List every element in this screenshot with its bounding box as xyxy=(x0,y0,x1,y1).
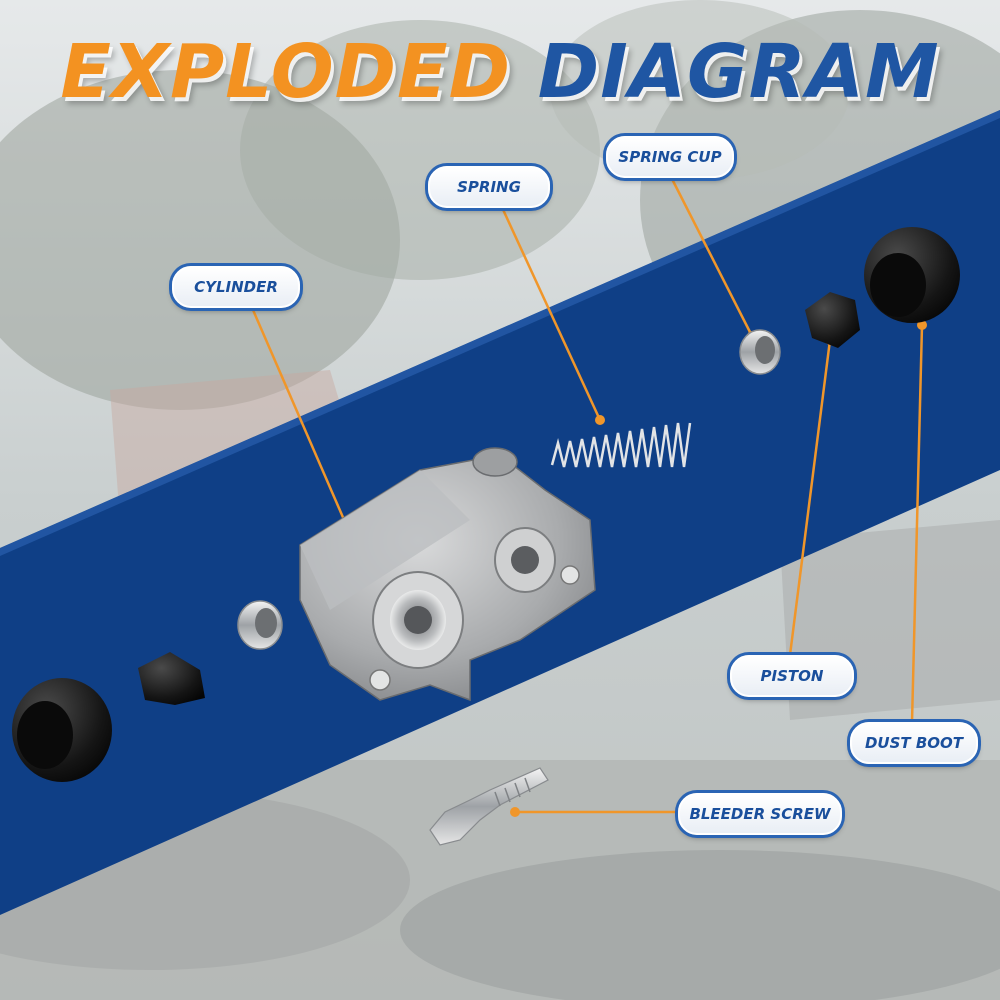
title-word-diagram: DIAGRAM xyxy=(537,29,940,115)
bleeder-screw-part xyxy=(429,767,549,846)
leader-cylinder xyxy=(248,302,347,523)
label-cylinder: CYLINDER xyxy=(172,266,300,308)
label-spring-cup: SPRING CUP xyxy=(606,136,734,178)
spring-part xyxy=(550,422,692,468)
label-bleeder-screw: BLEEDER SCREW xyxy=(678,793,842,835)
dot-dust-boot xyxy=(917,320,927,330)
dust-boot-part xyxy=(864,227,960,323)
band-highlight xyxy=(0,110,1000,556)
leader-spring xyxy=(498,202,602,421)
page-title: EXPLODED DIAGRAM xyxy=(0,22,1000,122)
dot-bleeder xyxy=(510,807,520,817)
spring-cup-left-part xyxy=(237,600,283,650)
label-dust-boot: DUST BOOT xyxy=(850,722,978,764)
cylinder-part xyxy=(299,447,596,702)
leader-piston xyxy=(788,339,832,656)
dust-boot-left-part xyxy=(12,678,112,782)
spring-cup-part xyxy=(739,329,781,375)
leader-dust-boot xyxy=(910,324,924,723)
label-piston: PISTON xyxy=(730,655,854,697)
piston-part xyxy=(805,292,860,348)
label-spring: SPRING xyxy=(428,166,550,208)
dot-spring xyxy=(595,415,605,425)
title-word-exploded: EXPLODED xyxy=(60,29,512,115)
leader-spring-cup xyxy=(668,174,754,337)
leader-lines xyxy=(248,174,924,814)
piston-left-part xyxy=(138,652,205,705)
